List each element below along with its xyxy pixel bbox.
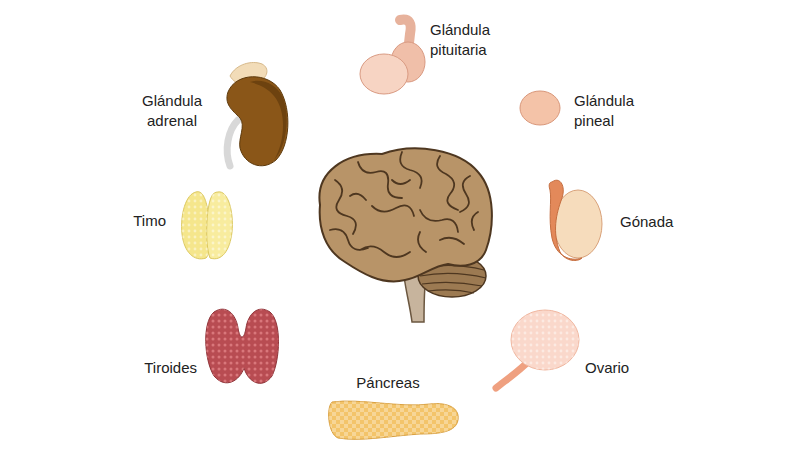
- pineal-gland-part: [520, 91, 560, 125]
- adrenal-gland-part: [227, 77, 288, 166]
- gland-label: Glándula pineal: [574, 91, 656, 131]
- thymus: [182, 192, 233, 259]
- ovary: [496, 310, 579, 388]
- gland-label: Timo: [133, 211, 166, 231]
- gland-label: Glándula adrenal: [131, 91, 213, 131]
- pineal-gland: [520, 91, 560, 125]
- gonad-part: [549, 180, 582, 260]
- gland-label: Tiroides: [144, 358, 197, 378]
- pituitary-gland-part: [360, 54, 408, 94]
- gland-label: Páncreas: [356, 373, 419, 393]
- adrenal-gland: [227, 63, 288, 167]
- ovary-part: [511, 310, 579, 370]
- thymus-part: [182, 192, 233, 259]
- thyroid-part: [206, 309, 279, 383]
- pancreas: [329, 401, 459, 439]
- pancreas-part: [329, 401, 459, 439]
- brain: [319, 148, 491, 322]
- gonad: [549, 180, 602, 260]
- thyroid-part: [206, 309, 279, 383]
- brain-part: [330, 152, 478, 257]
- pituitary-gland: [360, 20, 425, 94]
- brain-part: [319, 148, 491, 281]
- ovary-part: [511, 310, 579, 370]
- thyroid: [206, 309, 279, 383]
- pancreas-part: [329, 401, 459, 439]
- gland-label: Glándula pituitaria: [430, 20, 512, 60]
- gland-label: Gónada: [620, 212, 673, 232]
- gland-label: Ovario: [585, 358, 629, 378]
- adrenal-gland-part: [227, 120, 238, 166]
- adrenal-gland-part: [250, 81, 287, 160]
